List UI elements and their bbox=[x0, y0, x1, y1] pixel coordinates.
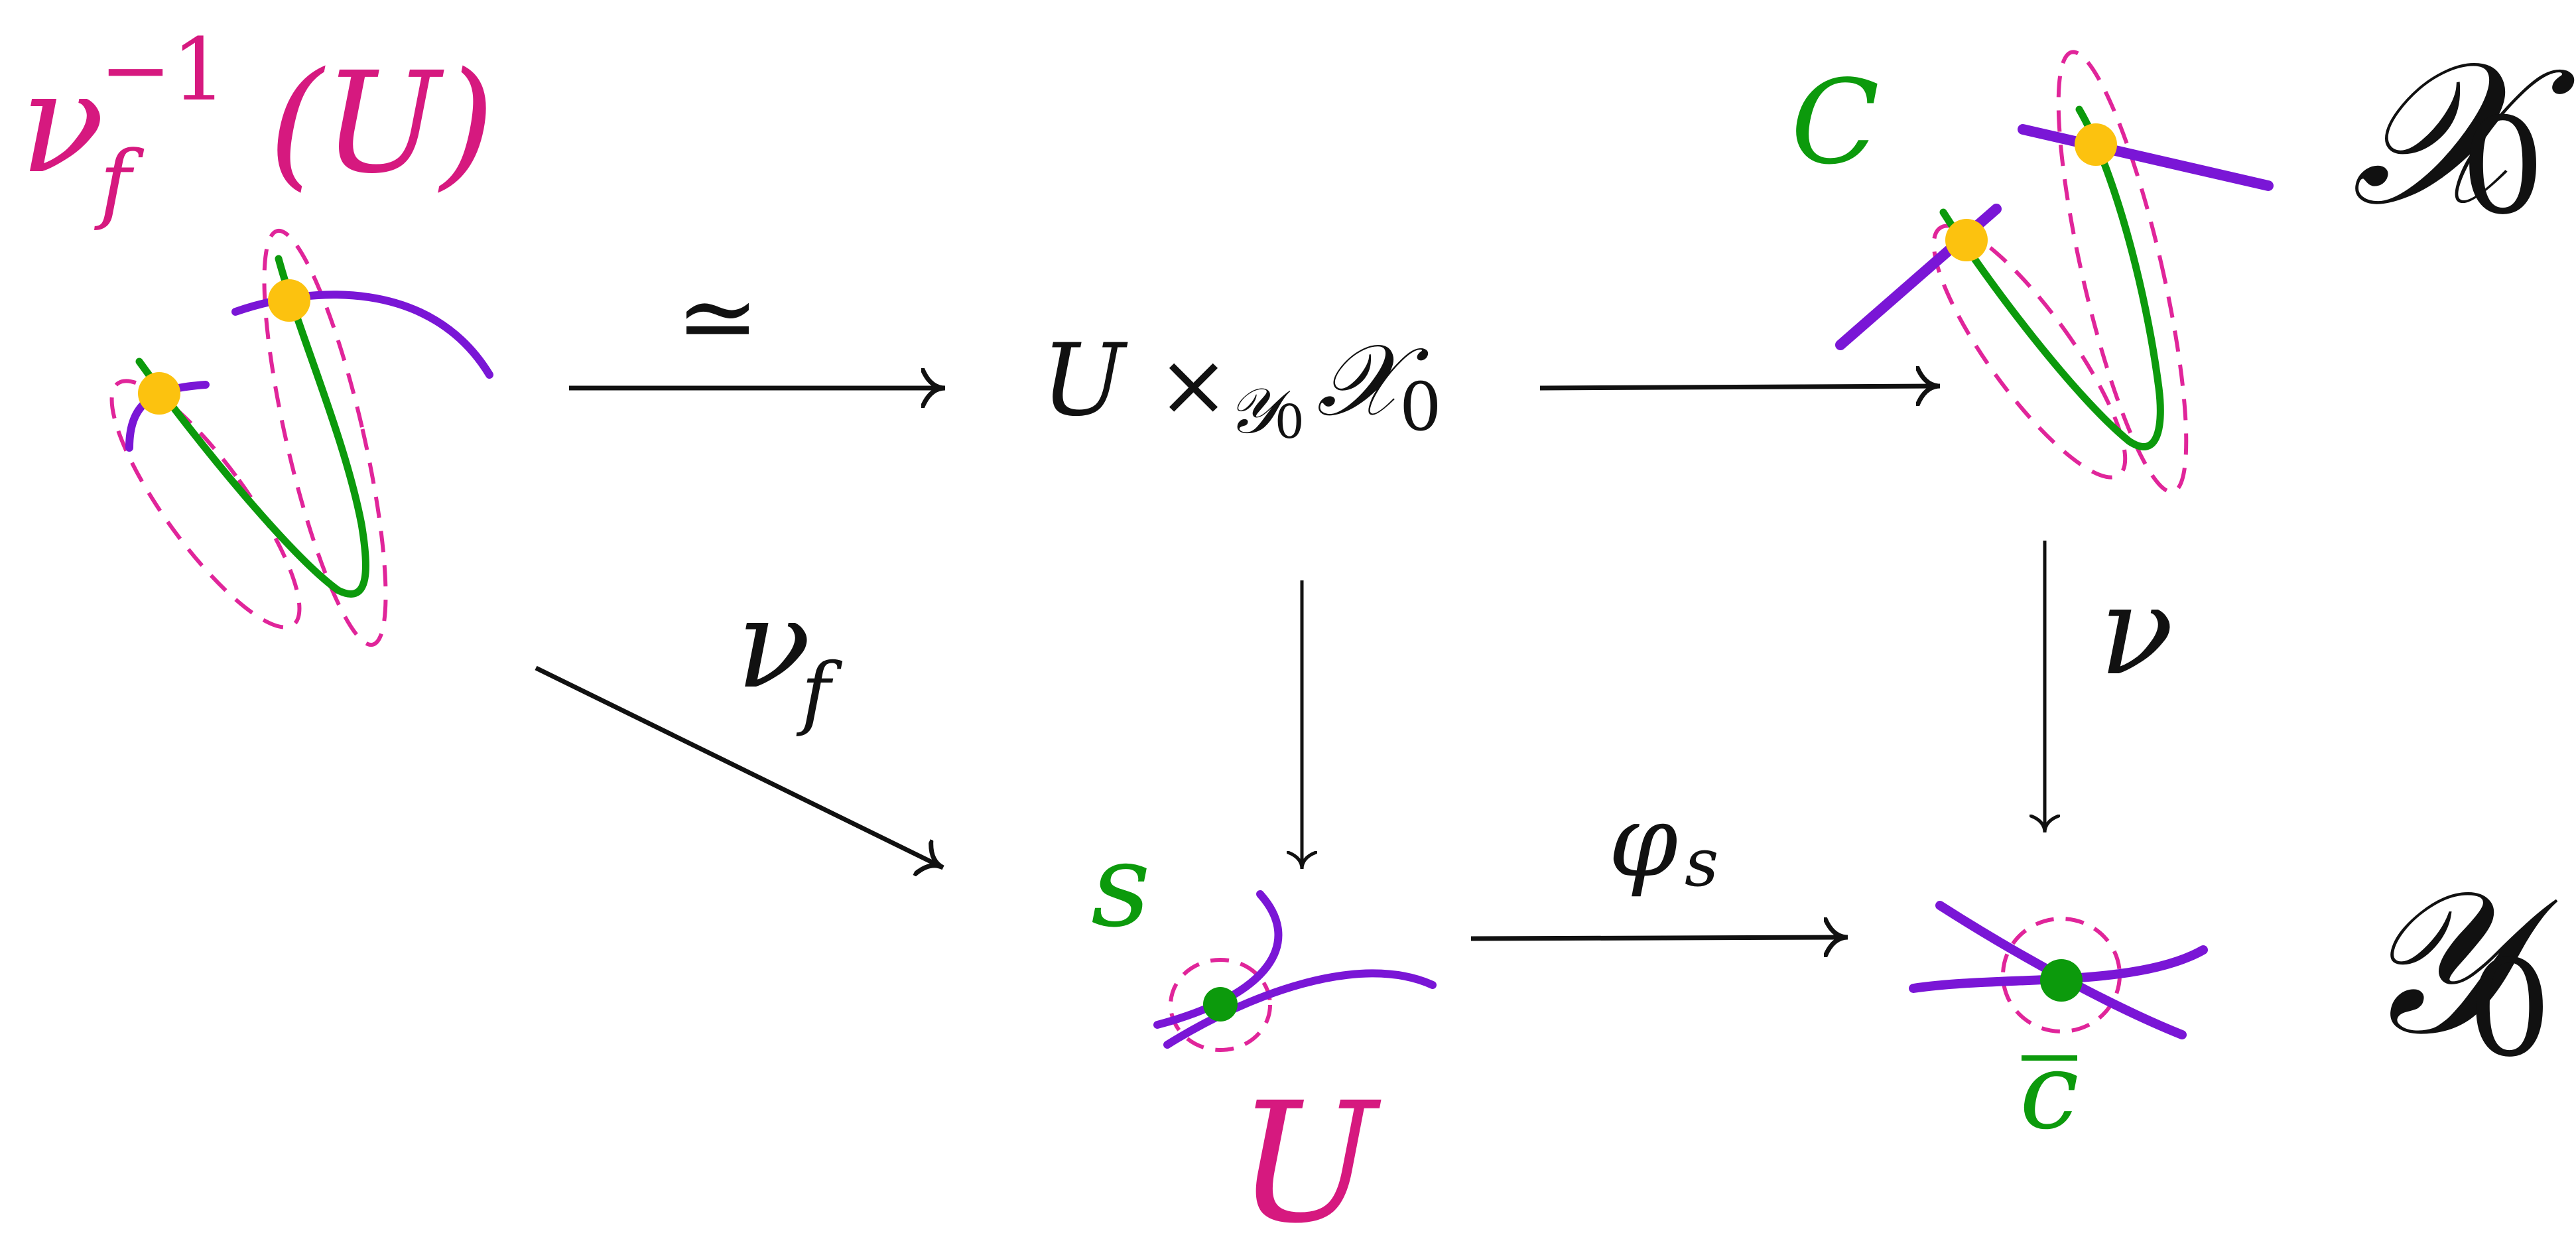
preimage-sub: f bbox=[94, 132, 145, 233]
y0-sub: 0 bbox=[2467, 932, 2551, 1087]
green-curve bbox=[135, 255, 370, 598]
green-point-c bbox=[2040, 959, 2083, 1002]
purple-branch bbox=[1153, 890, 1283, 1029]
dashed-neighborhood bbox=[1169, 958, 1272, 1052]
u-label: U bbox=[1237, 1067, 1382, 1255]
s-label: s bbox=[1091, 819, 1151, 953]
x0-label: 𝒳 0 bbox=[2351, 18, 2576, 249]
fiber-product-label: U × 𝒴 0 𝒳 0 bbox=[1041, 323, 1442, 449]
yellow-point bbox=[2075, 123, 2117, 166]
y0-label: 𝒴 0 bbox=[2358, 847, 2560, 1087]
fiber-times: × bbox=[1157, 334, 1230, 435]
dashed-neighborhood bbox=[1931, 224, 2128, 480]
preimage-sup: −1 bbox=[99, 19, 227, 120]
fiber-u: U bbox=[1041, 323, 1128, 438]
nu-f-label: ν f bbox=[736, 572, 843, 739]
cbar-label: c bbox=[2020, 1029, 2079, 1153]
arrow-phi-s bbox=[1470, 937, 1848, 939]
u-curves bbox=[1153, 890, 1437, 1052]
c-label: C bbox=[1791, 56, 1880, 190]
nu-label: ν bbox=[2099, 559, 2173, 702]
arrow-projection-x0 bbox=[1539, 386, 1940, 388]
phi-s-sub: s bbox=[1685, 824, 1718, 901]
x0-curves bbox=[1835, 50, 2274, 494]
preimage-arg: (U) bbox=[269, 42, 495, 204]
purple-line bbox=[2018, 124, 2274, 191]
iso-label: ≃ bbox=[676, 260, 759, 375]
arrow-nu-f bbox=[535, 665, 943, 868]
preimage-curves bbox=[109, 228, 493, 647]
yellow-point bbox=[268, 279, 310, 322]
fiber-x0: 0 bbox=[1399, 368, 1442, 446]
phi-s-label: φ s bbox=[1608, 784, 1718, 901]
yellow-point bbox=[1945, 219, 1988, 261]
y0-curves bbox=[1909, 901, 2208, 1039]
dashed-neighborhood bbox=[2056, 50, 2189, 494]
phi-s-base: φ bbox=[1608, 784, 1678, 899]
purple-branch bbox=[1163, 969, 1437, 1049]
x0-sub: 0 bbox=[2461, 90, 2545, 244]
fiber-sub-0: 0 bbox=[1275, 395, 1305, 449]
nu-f-sub: f bbox=[796, 647, 843, 739]
nu-f-base: ν bbox=[736, 572, 810, 716]
dashed-neighborhood bbox=[109, 379, 302, 629]
green-curve bbox=[1939, 105, 2164, 450]
preimage-nu: ν bbox=[20, 42, 105, 204]
yellow-point bbox=[138, 372, 180, 415]
preimage-label: ν f −1 (U) bbox=[20, 19, 495, 233]
green-point-s bbox=[1203, 987, 1238, 1022]
cbar-letter: c bbox=[2020, 1029, 2079, 1153]
dashed-neighborhood bbox=[262, 228, 388, 647]
